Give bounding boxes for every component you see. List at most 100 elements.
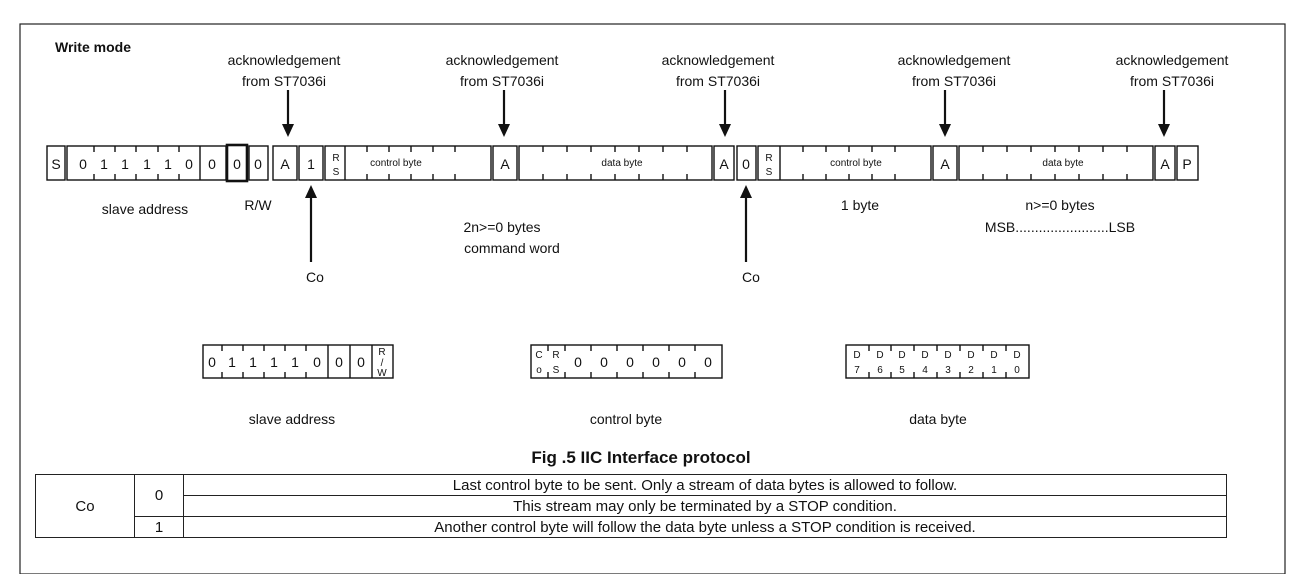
svg-text:control byte: control byte bbox=[830, 158, 882, 169]
data-byte-detail: D 7 D 6 D 5 D 4 D 3 D 2 D 1 D 0 bbox=[845, 344, 1030, 379]
svg-text:1: 1 bbox=[249, 354, 257, 370]
svg-text:D: D bbox=[876, 350, 883, 361]
svg-text:6: 6 bbox=[877, 365, 883, 376]
ack-cell-1 bbox=[272, 145, 298, 181]
svg-text:D: D bbox=[990, 350, 997, 361]
svg-text:0: 0 bbox=[313, 354, 321, 370]
svg-text:7: 7 bbox=[854, 365, 860, 376]
co-label-1: Co bbox=[306, 269, 324, 285]
table-row: Co 0 Last control byte to be sent. Only … bbox=[35, 474, 1227, 538]
ack-source-3: from ST7036i bbox=[676, 73, 760, 89]
co-arrows bbox=[305, 185, 752, 262]
write-mode-label: Write mode bbox=[55, 39, 131, 55]
mid-count-label: 2n>=0 bytes bbox=[463, 219, 540, 235]
ack-label-5: acknowledgement bbox=[1116, 52, 1229, 68]
svg-text:0: 0 bbox=[79, 156, 87, 172]
svg-text:R: R bbox=[765, 153, 772, 164]
svg-text:A: A bbox=[1160, 156, 1170, 172]
msb-lsb-label: MSB........................LSB bbox=[985, 219, 1135, 235]
svg-text:0: 0 bbox=[704, 354, 712, 370]
control-byte-field-1 bbox=[324, 145, 492, 181]
svg-text:C: C bbox=[535, 350, 542, 361]
command-word-label: command word bbox=[464, 240, 560, 256]
start-bit bbox=[46, 145, 66, 181]
svg-text:D: D bbox=[853, 350, 860, 361]
co-label-2: Co bbox=[742, 269, 760, 285]
control-byte-field-2 bbox=[757, 145, 932, 181]
ack-source-5: from ST7036i bbox=[1130, 73, 1214, 89]
svg-text:data byte: data byte bbox=[601, 158, 643, 169]
ack-source-1: from ST7036i bbox=[242, 73, 326, 89]
svg-text:5: 5 bbox=[899, 365, 905, 376]
svg-text:W: W bbox=[377, 368, 387, 379]
svg-text:0: 0 bbox=[335, 354, 343, 370]
svg-text:3: 3 bbox=[945, 365, 951, 376]
svg-text:S: S bbox=[333, 167, 340, 178]
svg-text:A: A bbox=[280, 156, 290, 172]
ack-source-4: from ST7036i bbox=[912, 73, 996, 89]
svg-text:1: 1 bbox=[270, 354, 278, 370]
svg-text:0: 0 bbox=[1014, 365, 1020, 376]
stop-bit bbox=[1176, 145, 1199, 181]
svg-text:/: / bbox=[381, 358, 384, 369]
svg-text:0: 0 bbox=[357, 354, 365, 370]
svg-text:o: o bbox=[536, 365, 542, 376]
ack-arrows bbox=[282, 90, 1170, 137]
slave-address-label: slave address bbox=[102, 201, 188, 217]
svg-text:1: 1 bbox=[164, 156, 172, 172]
svg-text:1: 1 bbox=[991, 365, 997, 376]
ack-label-1: acknowledgement bbox=[228, 52, 341, 68]
svg-text:0: 0 bbox=[574, 354, 582, 370]
ack-cell-2 bbox=[492, 145, 518, 181]
co-bit-cell bbox=[248, 145, 269, 181]
figure-caption: Fig .5 IIC Interface protocol bbox=[531, 448, 750, 467]
co-description-cell: Last control byte to be sent. Only a str… bbox=[183, 474, 1227, 496]
rw-bit bbox=[225, 143, 249, 183]
svg-text:1: 1 bbox=[121, 156, 129, 172]
n-bytes-label: n>=0 bytes bbox=[1025, 197, 1094, 213]
svg-text:A: A bbox=[719, 156, 729, 172]
svg-text:A: A bbox=[500, 156, 510, 172]
data-byte-detail-label: data byte bbox=[909, 411, 967, 427]
ack-cell-3 bbox=[713, 145, 735, 181]
bit-sequence-row: S 0 1 1 1 1 0 0 0 0 A 1 R S control bbox=[46, 143, 1199, 183]
co-header-cell: Co bbox=[35, 474, 135, 538]
svg-text:1: 1 bbox=[228, 354, 236, 370]
ack-source-2: from ST7036i bbox=[460, 73, 544, 89]
ack-arrowhead-3 bbox=[719, 124, 731, 137]
control-byte-detail: C o R S 0 0 0 0 0 0 bbox=[530, 344, 723, 379]
svg-text:D: D bbox=[967, 350, 974, 361]
svg-text:1: 1 bbox=[307, 156, 315, 172]
svg-text:P: P bbox=[1182, 156, 1191, 172]
co-value-cell: 0 bbox=[134, 474, 184, 517]
co-bit-table: Co 0 Last control byte to be sent. Only … bbox=[35, 474, 1227, 538]
control-byte-detail-label: control byte bbox=[590, 411, 663, 427]
svg-text:R: R bbox=[332, 153, 339, 164]
co-description-cell: This stream may only be terminated by a … bbox=[183, 495, 1227, 517]
ack-label-3: acknowledgement bbox=[662, 52, 775, 68]
co-description-cell: Another control byte will follow the dat… bbox=[183, 516, 1227, 538]
svg-text:0: 0 bbox=[185, 156, 193, 172]
svg-text:0: 0 bbox=[254, 156, 262, 172]
svg-text:R: R bbox=[552, 350, 559, 361]
co-arrowhead-1 bbox=[305, 185, 317, 198]
data-byte-field-2 bbox=[958, 145, 1154, 181]
svg-text:1: 1 bbox=[291, 354, 299, 370]
svg-text:0: 0 bbox=[626, 354, 634, 370]
table-row: 1 Another control byte will follow the d… bbox=[36, 516, 1227, 538]
svg-text:4: 4 bbox=[922, 365, 928, 376]
svg-text:1: 1 bbox=[143, 156, 151, 172]
svg-text:0: 0 bbox=[678, 354, 686, 370]
table-row: This stream may only be terminated by a … bbox=[36, 495, 1227, 517]
svg-text:0: 0 bbox=[208, 156, 216, 172]
svg-text:0: 0 bbox=[652, 354, 660, 370]
one-byte-label: 1 byte bbox=[841, 197, 879, 213]
slave-address-detail-label: slave address bbox=[249, 411, 335, 427]
co-arrowhead-2 bbox=[740, 185, 752, 198]
rw-label: R/W bbox=[244, 197, 272, 213]
svg-text:D: D bbox=[944, 350, 951, 361]
ack-arrowhead-1 bbox=[282, 124, 294, 137]
svg-text:control byte: control byte bbox=[370, 158, 422, 169]
figure-frame bbox=[19, 23, 1286, 574]
